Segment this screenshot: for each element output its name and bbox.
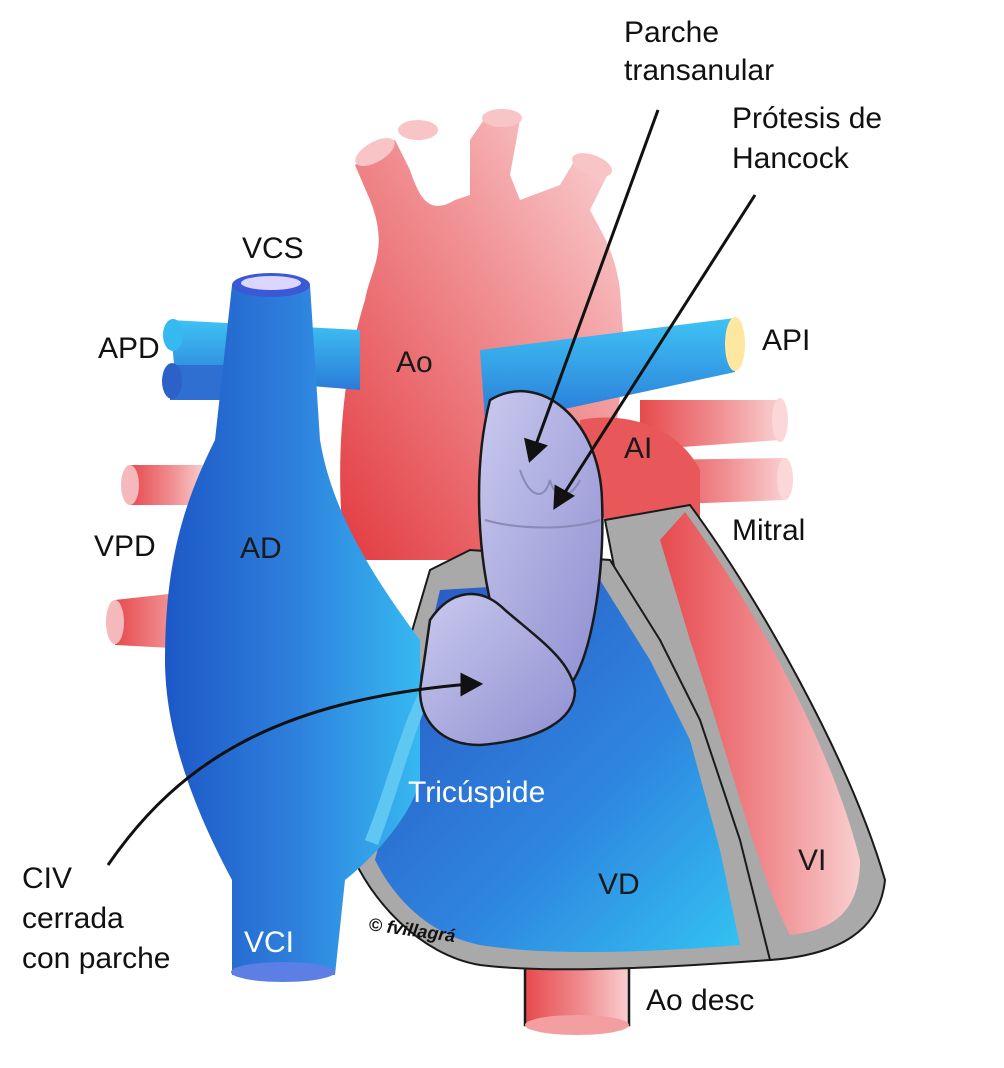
tricuspid-valve: [365, 690, 428, 845]
left-ventricle: [603, 503, 887, 962]
right-atrium-vena-cava: [165, 273, 420, 982]
label-apd: APD: [98, 332, 160, 365]
label-vcs: VCS: [242, 232, 304, 265]
label-ai: AI: [624, 432, 652, 465]
label-mitral: Mitral: [732, 514, 805, 547]
label-ad: AD: [240, 532, 282, 565]
label-parche-line2: transanular: [624, 54, 774, 87]
label-ao: Ao: [396, 346, 433, 379]
label-tricuspide: Tricúspide: [408, 776, 545, 809]
label-protesis-line2: Hancock: [732, 142, 850, 175]
label-civ-line2: cerrada: [22, 902, 124, 935]
label-protesis-line1: Prótesis de: [732, 102, 882, 135]
label-vci: VCI: [244, 926, 294, 959]
vsd-patch: [418, 592, 577, 747]
label-parche-line1: Parche: [624, 16, 719, 49]
label-vd: VD: [598, 868, 640, 901]
label-vpd: VPD: [94, 530, 156, 563]
label-vi: VI: [798, 844, 826, 877]
pointer-lines: [106, 109, 757, 866]
label-civ-line3: con parche: [22, 942, 170, 975]
label-ao-desc: Ao desc: [646, 984, 754, 1017]
left-atrium: [580, 417, 700, 530]
label-api: API: [762, 324, 810, 357]
label-civ-line1: CIV: [22, 862, 72, 895]
